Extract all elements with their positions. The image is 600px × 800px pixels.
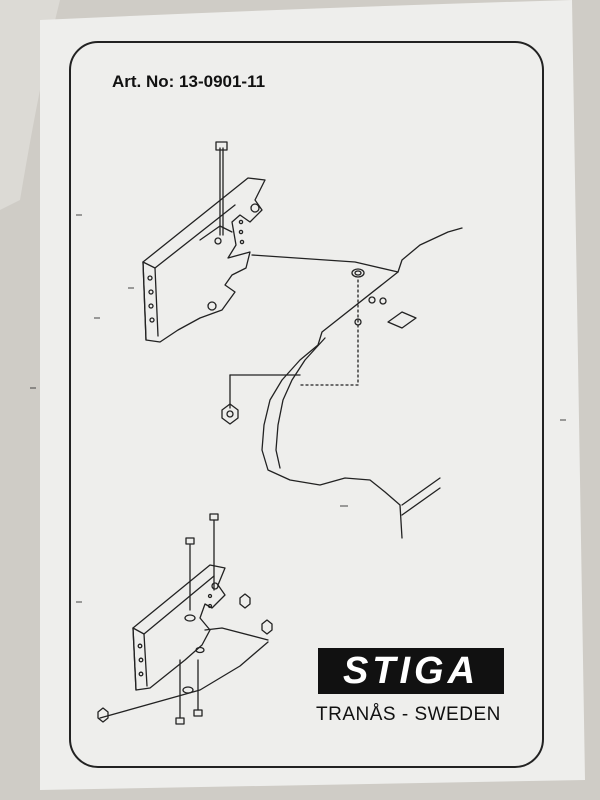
manufacturer-location: TRANÅS - SWEDEN bbox=[316, 704, 501, 725]
article-number: Art. No: 13-0901-11 bbox=[112, 72, 266, 91]
brand-logo: STIGA bbox=[318, 648, 504, 694]
upper-bracket bbox=[142, 141, 266, 343]
lower-bracket bbox=[97, 513, 273, 725]
mower-deck bbox=[221, 227, 463, 539]
brand-logo-text: STIGA bbox=[342, 650, 480, 692]
page-border bbox=[69, 41, 544, 768]
